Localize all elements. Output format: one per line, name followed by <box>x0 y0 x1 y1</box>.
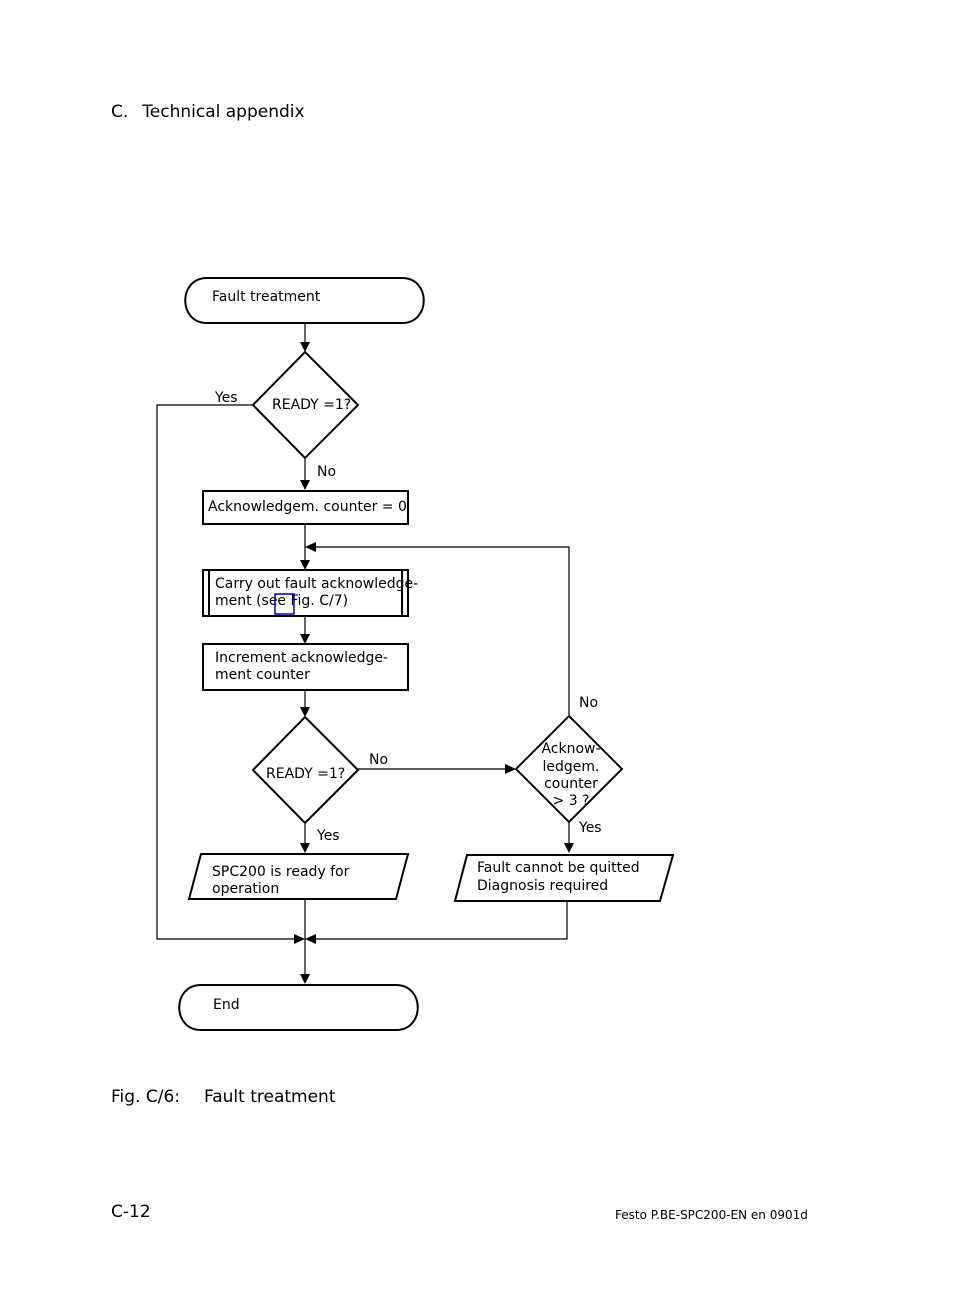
figure-title: Fault treatment <box>204 1087 336 1107</box>
fault-acknowledge-label-line2: ment (see Fig. C/7) <box>215 593 348 609</box>
decision-ready-2 <box>251 715 360 825</box>
reset-counter-label: Acknowledgem. counter = 0 <box>208 499 407 515</box>
page-number: C-12 <box>111 1202 151 1222</box>
output-fault-label-line1: Fault cannot be quitted <box>477 860 640 876</box>
section-title: Technical appendix <box>142 102 305 122</box>
document-id: Festo P.BE-SPC200-EN en 0901d <box>615 1208 808 1222</box>
increment-counter-step <box>202 643 409 691</box>
reset-counter-step <box>202 490 409 525</box>
decision-counter-no-label: No <box>579 695 598 711</box>
start-terminator <box>184 277 425 324</box>
decision-counter-label-line4: > 3 ? <box>553 793 590 809</box>
output-fault-label-line2: Diagnosis required <box>477 878 608 894</box>
increment-counter-label-line1: Increment acknowledge- <box>215 650 388 666</box>
decision-counter-exceeded <box>514 714 624 824</box>
start-label: Fault treatment <box>212 289 321 305</box>
decision-counter-yes-label: Yes <box>578 820 602 836</box>
fault-acknowledge-label-line1: Carry out fault acknowledge- <box>215 576 418 592</box>
page-header: C. Technical appendix <box>111 102 305 122</box>
decision-ready-1-label: READY =1? <box>272 397 351 413</box>
output-ready-label-line1: SPC200 is ready for <box>212 864 350 880</box>
increment-counter-label-line2: ment counter <box>215 667 310 683</box>
decision-ready-1-yes-label: Yes <box>214 390 238 406</box>
figure-number: Fig. C/6: <box>111 1087 181 1107</box>
decision-counter-label-line2: ledgem. <box>543 759 600 775</box>
decision-ready-2-yes-label: Yes <box>316 828 340 844</box>
flow-connectors <box>156 323 570 976</box>
decision-counter-label-line3: counter <box>544 776 598 792</box>
decision-ready-2-no-label: No <box>369 752 388 768</box>
decision-ready-2-label: READY =1? <box>266 766 345 782</box>
figure-reference-link[interactable] <box>274 593 295 615</box>
fault-acknowledge-step <box>202 569 409 617</box>
end-label: End <box>213 997 240 1013</box>
section-letter: C. <box>111 102 129 122</box>
decision-ready-1 <box>251 350 360 460</box>
output-ready-label-line2: operation <box>212 881 279 897</box>
output-fault <box>453 854 675 902</box>
flow-arrowheads <box>294 342 574 984</box>
decision-ready-1-no-label: No <box>317 464 336 480</box>
output-ready <box>187 853 410 900</box>
decision-counter-label-line1: Acknow- <box>541 741 600 757</box>
figure-caption: Fig. C/6: Fault treatment <box>111 1087 336 1107</box>
end-terminator <box>178 984 419 1031</box>
